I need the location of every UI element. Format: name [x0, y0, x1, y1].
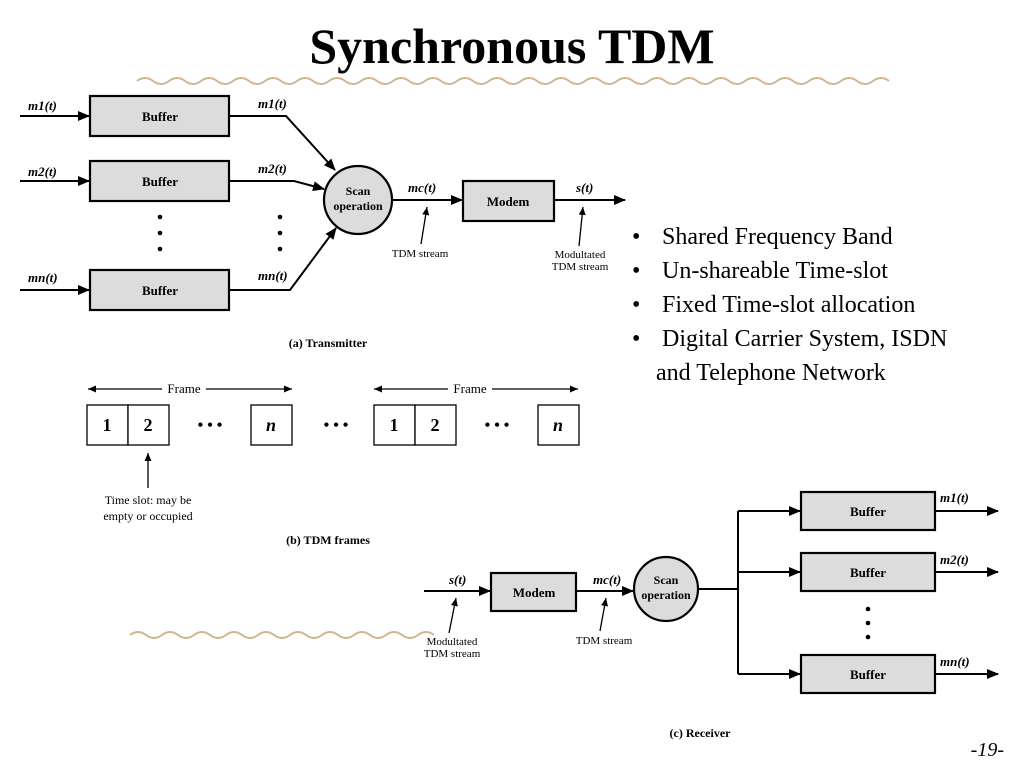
- tx-input-label-2: m2(t): [28, 164, 57, 179]
- frame-2-label: Frame: [453, 381, 486, 396]
- rx-buffer-ellipsis: [865, 606, 871, 640]
- rx-output-label-n: mn(t): [940, 654, 970, 669]
- tdm-frames: Frame Frame 1 2 • • • n • • • 1 2 • • • …: [86, 381, 580, 547]
- rx-output-label-2: m2(t): [940, 552, 969, 567]
- tx-tdm-stream-label: TDM stream: [392, 248, 449, 260]
- bullet-text: Un-shareable Time-slot: [662, 258, 888, 284]
- tx-buffer-n: [88, 268, 231, 312]
- rx-modulated-pointer: [448, 597, 458, 634]
- frame-1-slot-2-label: 2: [144, 415, 153, 435]
- rx-buffer-2: [799, 551, 937, 593]
- tx-modem-label: Modem: [487, 194, 530, 209]
- tx-caption: (a) Transmitter: [289, 336, 368, 350]
- tx-output-label-1: m1(t): [258, 96, 287, 111]
- tx-buffer-label-2: Buffer: [142, 174, 178, 189]
- rx-tdm-stream-label: TDM stream: [576, 635, 633, 647]
- bullet-list: •Shared Frequency Band •Un-shareable Tim…: [632, 220, 1012, 390]
- page-number: -19-: [970, 739, 1004, 761]
- slide-title: Synchronous TDM: [309, 18, 715, 74]
- rx-modulated-label-1: Modultated: [427, 636, 478, 648]
- frame-2-slot-1-label: 1: [390, 415, 399, 435]
- rx-buffer-label-n: Buffer: [850, 667, 886, 682]
- tx-mc-label: mc(t): [408, 180, 436, 195]
- frames-caption: (b) TDM frames: [286, 533, 370, 547]
- tx-tdm-stream-pointer: [420, 206, 430, 245]
- tx-line-2: [229, 180, 325, 191]
- tx-scan-label-2: operation: [333, 199, 383, 213]
- frame-2-slot-2-label: 2: [431, 415, 440, 435]
- bottom-divider: [129, 631, 435, 639]
- bullet-item: •Un-shareable Time-slot: [632, 258, 888, 284]
- bullet-item: •Fixed Time-slot allocation: [632, 292, 916, 318]
- bullet-continuation: and Telephone Network: [656, 360, 886, 386]
- tx-buffer-2: [88, 159, 231, 203]
- frame-1-slot-2: [127, 404, 170, 446]
- rx-buffer-label-1: Buffer: [850, 504, 886, 519]
- tx-input-label-n: mn(t): [28, 270, 58, 285]
- frame-1-slot-1-label: 1: [103, 415, 112, 435]
- bullet-text: Fixed Time-slot allocation: [662, 292, 916, 318]
- frame-1-slot-n: [250, 404, 293, 446]
- tx-buffer-label-1: Buffer: [142, 109, 178, 124]
- tx-modulated-label-1: Modultated: [555, 249, 606, 261]
- receiver: s(t) Modem mc(t) Scan operation Buffer B…: [424, 490, 999, 740]
- rx-tdm-stream-pointer: [599, 597, 609, 632]
- rx-st-label: s(t): [448, 572, 466, 587]
- top-divider: [136, 77, 890, 85]
- rx-modem: [489, 571, 578, 613]
- rx-mc-label: mc(t): [593, 572, 621, 587]
- between-frames-dots: • • •: [324, 417, 349, 434]
- frame-1-label: Frame: [167, 381, 200, 396]
- rx-scan-label-2: operation: [641, 588, 691, 602]
- tx-modem: [461, 179, 556, 223]
- rx-modem-label: Modem: [513, 585, 556, 600]
- time-slot-note-1: Time slot: may be: [105, 493, 192, 507]
- frame-2-slot-1: [373, 404, 416, 446]
- rx-buffer-label-2: Buffer: [850, 565, 886, 580]
- tx-line-1: [229, 115, 336, 171]
- frame-1-slot-1: [86, 404, 129, 446]
- bullet-text: Digital Carrier System, ISDN: [662, 326, 948, 352]
- bullet-text: Shared Frequency Band: [662, 224, 893, 250]
- bullet-item: •Digital Carrier System, ISDN: [632, 326, 948, 352]
- tx-modulated-pointer: [578, 206, 586, 247]
- rx-modulated-label-2: TDM stream: [424, 648, 481, 660]
- rx-output-label-1: m1(t): [940, 490, 969, 505]
- tx-scan-label-1: Scan: [346, 184, 371, 198]
- frame-2-slot-2: [414, 404, 457, 446]
- transmitter: m1(t) m2(t) mn(t) Buffer Buffer Buffer m…: [20, 94, 626, 350]
- tx-output-label-2: m2(t): [258, 161, 287, 176]
- tx-buffer-ellipsis: [157, 214, 283, 252]
- rx-caption: (c) Receiver: [670, 726, 732, 740]
- tx-output-label-n: mn(t): [258, 268, 288, 283]
- frame-1-slot-n-label: n: [266, 415, 276, 435]
- bullet-item: •Shared Frequency Band: [632, 224, 893, 250]
- frame-1-dots: • • •: [198, 417, 223, 434]
- tx-modulated-label-2: TDM stream: [552, 261, 609, 273]
- tx-st-label: s(t): [575, 180, 593, 195]
- frame-2-dots: • • •: [485, 417, 510, 434]
- rx-scan-label-1: Scan: [654, 573, 679, 587]
- tx-buffer-label-n: Buffer: [142, 283, 178, 298]
- tx-line-n: [229, 227, 337, 291]
- tx-input-label-1: m1(t): [28, 98, 57, 113]
- time-slot-note-2: empty or occupied: [103, 509, 192, 523]
- frame-2-slot-n: [537, 404, 580, 446]
- frame-2-slot-n-label: n: [553, 415, 563, 435]
